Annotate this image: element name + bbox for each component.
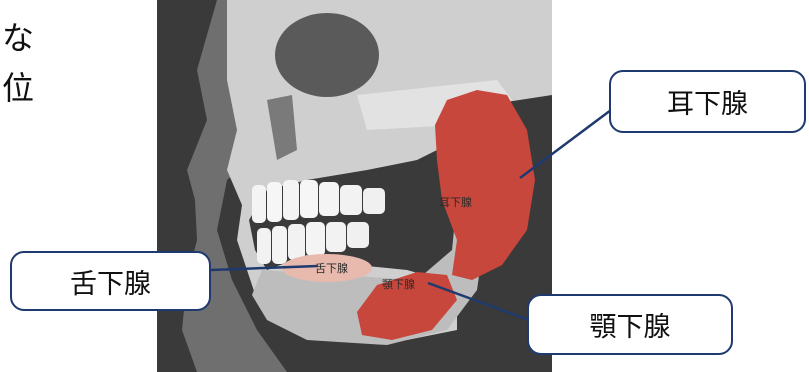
submandibular-callout: 顎下腺 [527,294,733,355]
salivary-gland-figure: 耳下腺 舌下腺 顎下腺 [157,0,552,372]
sublingual-callout: 舌下腺 [10,251,211,311]
parotid-gland [435,90,535,280]
side-text-line-2: 位 [2,72,35,104]
side-text-line-1: な [2,22,35,54]
eye-socket [275,13,379,97]
skull-illustration: 耳下腺 舌下腺 顎下腺 [157,0,552,372]
parotid-callout: 耳下腺 [609,70,806,133]
parotid-inline-label: 耳下腺 [439,195,472,209]
upper-teeth [252,180,385,223]
submandibular-inline-label: 顎下腺 [382,277,415,291]
sublingual-inline-label: 舌下腺 [315,261,348,275]
